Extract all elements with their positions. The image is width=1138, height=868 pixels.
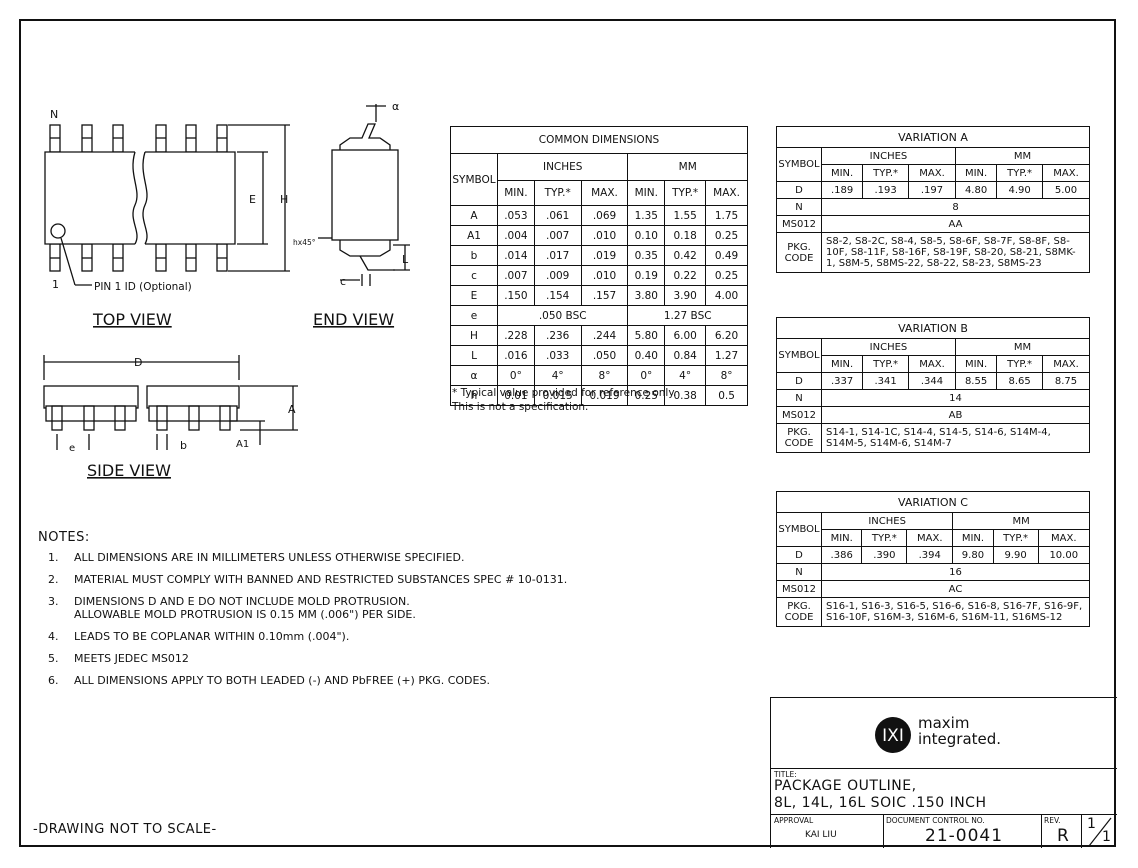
pkg-codes: S8-2, S8-2C, S8-4, S8-5, S8-6F, S8-7F, S… [821,232,1090,273]
notes-heading: NOTES: [38,530,90,545]
label-c: c [340,275,346,288]
title-label: TITLE: [774,770,797,779]
maxim-logo-icon: IXI [875,717,911,753]
top-view-title: TOP VIEW [92,310,172,329]
pkg-codes: S14-1, S14-1C, S14-4, S14-5, S14-6, S14M… [821,423,1090,453]
notes-section: NOTES: 1.ALL DIMENSIONS ARE IN MILLIMETE… [38,530,567,696]
label-d: D [134,356,142,369]
mm-header: MM [627,153,748,181]
label-l: L [402,253,409,266]
revision-cell: REV. R [1041,814,1082,848]
note-item: 5.MEETS JEDEC MS012 [48,652,189,665]
label-h: H [280,193,288,206]
label-a: A [288,403,296,416]
sheet-cell: 1 1 [1087,816,1112,847]
drawing-not-to-scale: -DRAWING NOT TO SCALE- [33,822,217,837]
table-title: COMMON DIMENSIONS [450,126,748,154]
drawing-frame [19,19,1116,847]
note-item: 4.LEADS TO BE COPLANAR WITHIN 0.10mm (.0… [48,630,350,643]
label-e: E [249,193,256,206]
logo-text-integrated: integrated. [918,730,1002,748]
logo-text-maxim: maxim [918,714,970,732]
note-item: 2.MATERIAL MUST COMPLY WITH BANNED AND R… [48,573,568,586]
label-pin-1: 1 [52,278,59,291]
title-block: IXI maxim integrated. TITLE: PACKAGE OUT… [770,697,1117,848]
top-leads [49,124,228,153]
side-view-title: SIDE VIEW [87,461,171,480]
label-n: N [50,108,58,121]
package-drawings: N 1 PIN 1 ID (Optional) E H TOP VIEW α h… [43,100,410,480]
bottom-leads [49,243,228,272]
label-hx45: hx45° [293,238,316,247]
title-area: TITLE: PACKAGE OUTLINE, 8L, 14L, 16L SOI… [771,768,1117,815]
note-item: 1.ALL DIMENSIONS ARE IN MILLIMETERS UNLE… [48,551,465,564]
label-b: b [180,439,187,452]
typical-value-footnote: * Typical value provided for reference o… [452,387,677,413]
note-item: 6.ALL DIMENSIONS APPLY TO BOTH LEADED (-… [48,674,490,687]
document-control-cell: DOCUMENT CONTROL NO. 21-0041 [883,814,1042,848]
top-view [44,124,290,286]
symbol-header: SYMBOL [450,153,498,206]
title-line-1: PACKAGE OUTLINE, [774,778,917,794]
logo-area: IXI maxim integrated. [771,698,1117,769]
end-view-title: END VIEW [313,310,394,329]
label-e-pitch: e [69,443,75,454]
variation-title: VARIATION C [776,491,1090,513]
pkg-codes: S16-1, S16-3, S16-5, S16-6, S16-8, S16-7… [821,597,1090,627]
variation-title: VARIATION A [776,126,1090,148]
note-item: 3.DIMENSIONS D AND E DO NOT INCLUDE MOLD… [48,595,416,621]
approval-cell: APPROVAL KAI LIU [771,814,884,848]
common-dimensions-table: COMMON DIMENSIONS SYMBOL INCHES MM MIN.T… [450,126,748,406]
label-alpha: α [392,100,399,113]
variation-title: VARIATION B [776,317,1090,339]
side-view [43,355,298,450]
sub-header-row: MIN.TYP.*MAX. MIN.TYP.*MAX. [451,180,748,206]
label-pin1-id: PIN 1 ID (Optional) [94,281,192,293]
svg-text:IXI: IXI [882,726,904,746]
end-view [318,104,410,286]
title-line-2: 8L, 14L, 16L SOIC .150 INCH [774,795,987,811]
inches-header: INCHES [496,153,629,181]
label-a1: A1 [236,439,249,450]
